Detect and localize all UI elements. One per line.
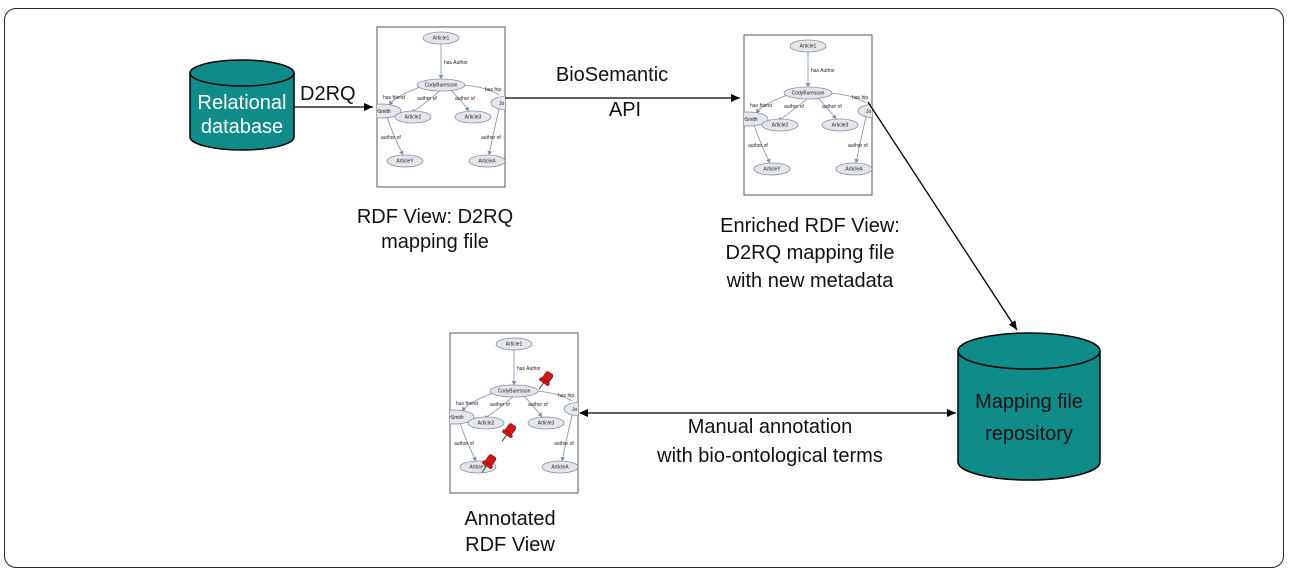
graph-edge-author-of: author of — [454, 441, 474, 447]
annotated-rdf-view-caption: Annotated RDF View — [464, 508, 555, 556]
graph-node-article2: Article2 — [478, 421, 495, 427]
relational-database-label-line2: database — [201, 116, 283, 138]
graph-edge-author-of: author of — [748, 143, 768, 149]
manual-annotation-label-line2: with bio-ontological terms — [656, 445, 883, 467]
mapping-file-repository-cylinder: Mapping file repository — [957, 332, 1101, 481]
workflow-diagram: Relational database D2RQ Article1 has Au… — [189, 26, 1101, 556]
rdf-view-graph: Article1 has Author CodyBuresson has fri… — [375, 26, 506, 188]
graph-edge-has-friend: has friend — [456, 401, 478, 407]
biosemantic-api-arrow: BioSemantic API — [505, 64, 740, 121]
relational-database-label-line1: Relational — [198, 92, 287, 114]
graph-edge-author-of: author of — [481, 135, 501, 141]
graph-edge-author-of: author of — [381, 135, 401, 141]
enriched-caption-line3: with new metadata — [726, 270, 895, 292]
enriched-to-repository-arrow — [867, 101, 1018, 331]
graph-node-smith: ySmith — [448, 415, 464, 421]
graph-node-cut: Jo — [866, 109, 872, 115]
graph-node-article1: Article1 — [506, 342, 523, 348]
graph-edge-has-hip: has hip — [852, 95, 868, 101]
annotation-pin-icon — [538, 371, 554, 390]
graph-edge-author-of: author of — [528, 402, 548, 408]
graph-node-article3: Article3 — [538, 421, 555, 427]
graph-node-articley: ArticleY — [396, 159, 414, 165]
biosemantic-api-label-line2: API — [609, 99, 641, 121]
annotation-pin-icon — [481, 454, 497, 473]
graph-edge-author-of: author of — [490, 402, 510, 408]
graph-edge-author-of: author of — [822, 104, 842, 110]
graph-node-articlea: ArticleA — [478, 159, 496, 165]
manual-annotation-arrow: Manual annotation with bio-ontological t… — [579, 409, 956, 467]
graph-node-article2: Article2 — [405, 115, 422, 121]
graph-node-articlea: ArticleA — [845, 167, 863, 173]
graph-edge-author-of: author of — [784, 104, 804, 110]
enriched-rdf-view-graph: Article1 has Author CodyBuresson has fri… — [742, 34, 873, 196]
graph-edge-has-author: has Author — [811, 68, 835, 74]
graph-edge-author-of: author of — [417, 96, 437, 102]
graph-edge-author-of: author of — [455, 96, 475, 102]
rdf-view-caption-line2: mapping file — [381, 231, 489, 253]
graph-node-articlea: ArticleA — [551, 465, 569, 471]
graph-node-smith: ySmith — [375, 109, 391, 115]
annotated-caption-line1: Annotated — [464, 508, 555, 530]
graph-edge-has-hip: has hip — [485, 87, 501, 93]
enriched-caption-line2: D2RQ mapping file — [726, 242, 895, 264]
graph-node-article3: Article3 — [465, 115, 482, 121]
repository-label-line2: repository — [985, 423, 1073, 445]
graph-node-cody: CodyBuresson — [498, 389, 531, 395]
annotated-caption-line2: RDF View — [465, 534, 555, 556]
rdf-view-caption: RDF View: D2RQ mapping file — [357, 206, 513, 253]
graph-node-article1: Article1 — [800, 44, 817, 50]
relational-database-cylinder: Relational database — [189, 59, 295, 151]
graph-node-article2: Article2 — [772, 123, 789, 129]
graph-node-cody: CodyBuresson — [425, 83, 458, 89]
enriched-caption-line1: Enriched RDF View: — [720, 215, 900, 237]
d2rq-arrow-label: D2RQ — [300, 83, 356, 105]
graph-node-cody: CodyBuresson — [792, 91, 825, 97]
graph-edge-has-hip: has hip — [558, 393, 574, 399]
graph-node-articley: ArticleY — [469, 465, 487, 471]
d2rq-arrow: D2RQ — [294, 83, 373, 111]
graph-node-articley: ArticleY — [763, 167, 781, 173]
biosemantic-api-label-line1: BioSemantic — [556, 64, 668, 86]
annotated-rdf-view-graph: Article1 has Author CodyBuresson has fri… — [448, 332, 579, 494]
graph-edge-author-of: author of — [848, 143, 868, 149]
annotation-pin-icon — [501, 423, 517, 442]
graph-node-article3: Article3 — [832, 123, 849, 129]
graph-edge-has-author: has Author — [517, 366, 541, 372]
graph-edge-has-friend: has friend — [750, 103, 772, 109]
graph-edge-has-author: has Author — [444, 60, 468, 66]
rdf-view-caption-line1: RDF View: D2RQ — [357, 206, 513, 228]
graph-edge-has-friend: has friend — [383, 95, 405, 101]
graph-node-cut: Jo — [572, 407, 578, 413]
graph-edge-author-of: author of — [554, 441, 574, 447]
repository-label-line1: Mapping file — [975, 391, 1083, 413]
enriched-rdf-view-caption: Enriched RDF View: D2RQ mapping file wit… — [720, 215, 900, 292]
graph-node-cut: Jo — [499, 101, 505, 107]
graph-node-smith: ySmith — [742, 117, 758, 123]
graph-node-article1: Article1 — [433, 36, 450, 42]
manual-annotation-label-line1: Manual annotation — [688, 416, 853, 438]
